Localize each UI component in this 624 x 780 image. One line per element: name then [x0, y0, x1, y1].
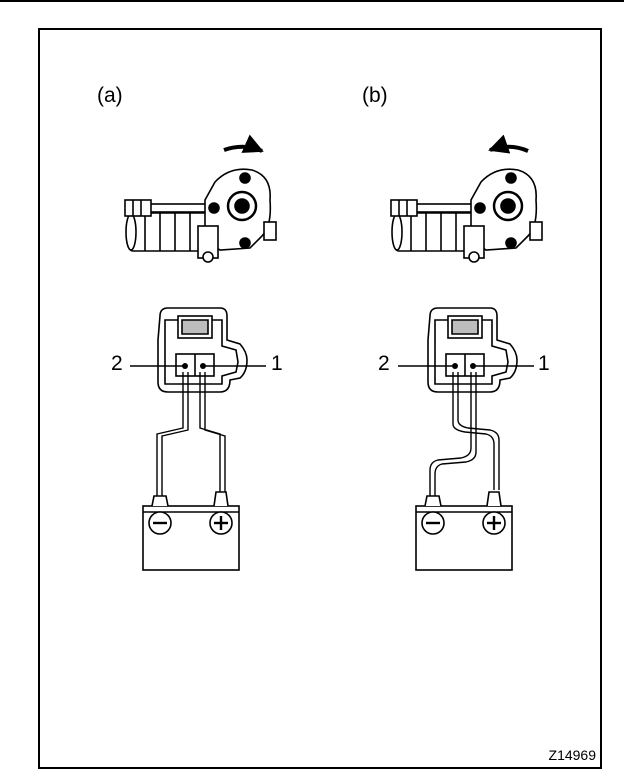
panel-a-label: (a) — [97, 84, 123, 107]
top-rule — [0, 0, 624, 2]
panel-a-pin-2-label: 2 — [111, 352, 123, 375]
connector-icon — [157, 307, 248, 393]
window-motor-icon — [390, 168, 543, 263]
rotation-arrow-clockwise-icon — [223, 134, 264, 153]
connector-icon — [427, 307, 518, 393]
rotation-arrow-counterclockwise-icon — [488, 134, 529, 154]
battery-icon — [142, 491, 240, 571]
diagram-frame — [38, 28, 602, 769]
panel-a-pin-1-label: 1 — [271, 352, 283, 375]
figure-id: Z14969 — [548, 747, 596, 763]
window-motor-icon — [124, 168, 277, 263]
panel-b-label: (b) — [362, 84, 388, 107]
panel-b-pin-1-label: 1 — [538, 352, 550, 375]
lead-pin1-to-negative — [429, 372, 477, 498]
battery-icon — [415, 491, 513, 571]
panel-b — [390, 134, 543, 571]
lead-pin1-to-positive — [199, 372, 226, 498]
panel-a — [124, 134, 277, 571]
panel-b-pin-2-label: 2 — [378, 352, 390, 375]
lead-pin2-to-negative — [156, 372, 189, 498]
